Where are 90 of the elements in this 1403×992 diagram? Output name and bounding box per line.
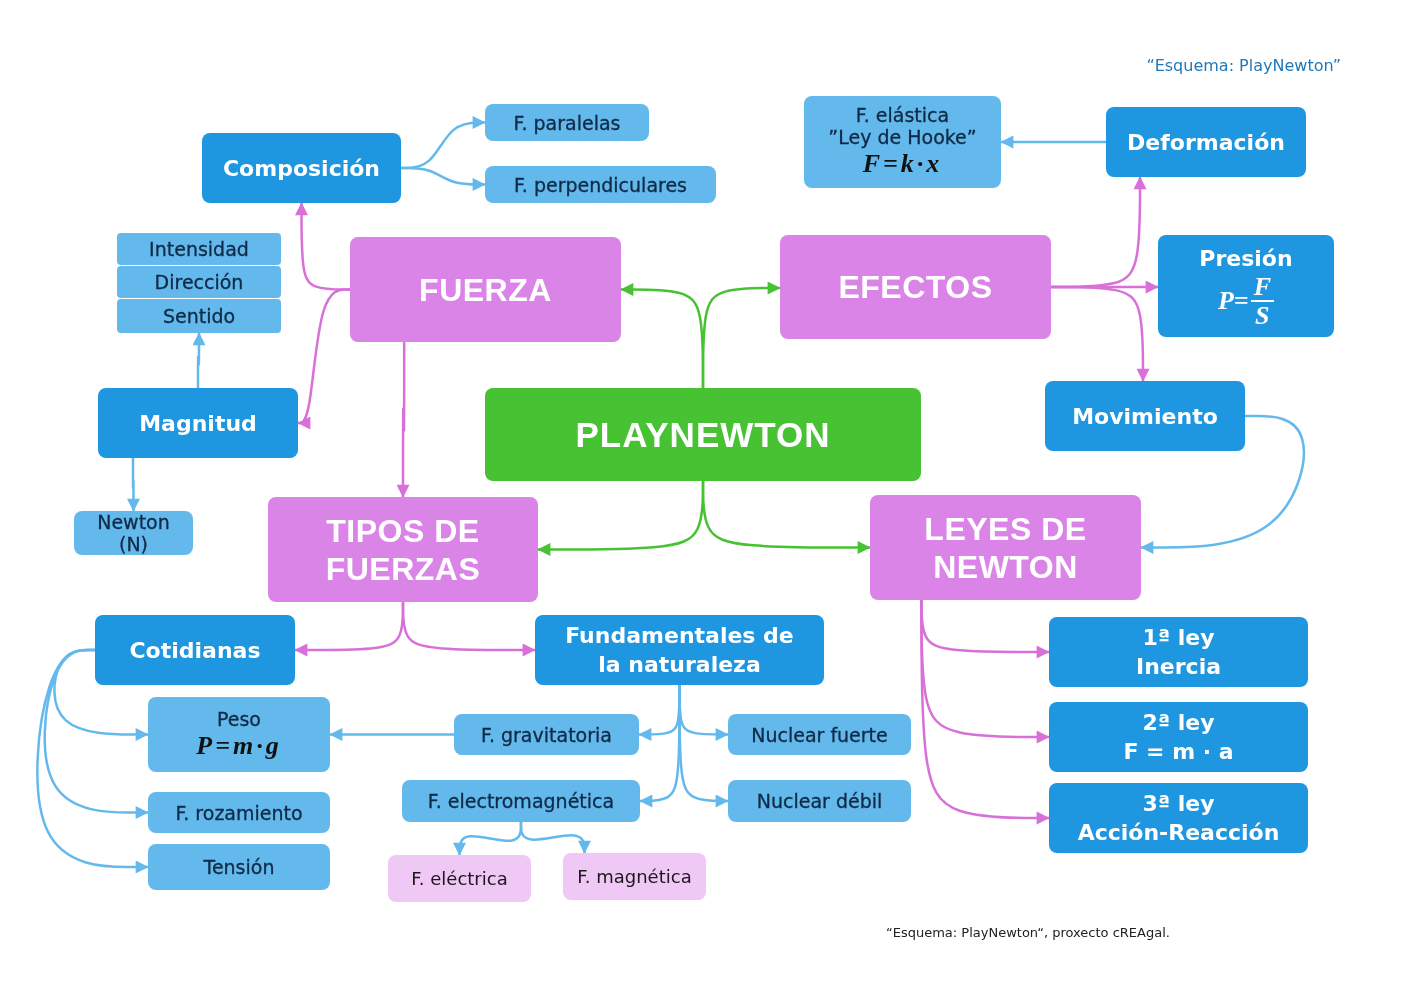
detail-box [148, 844, 330, 890]
arrow [1000, 135, 1106, 149]
detail-box [485, 104, 649, 141]
concept-box [95, 615, 295, 685]
node-label: Movimiento [1072, 402, 1218, 431]
page-title: “Esquema: PlayNewton” [1146, 56, 1341, 76]
node-label: Newton (N) [96, 511, 171, 555]
arrow [701, 481, 871, 554]
node-label: LEYES DE NEWTON [923, 509, 1088, 586]
concept-box [1049, 617, 1308, 687]
formula: F=k·x [862, 148, 943, 180]
arrow [401, 602, 536, 657]
central-topic-box [485, 388, 921, 481]
node-label: Cotidianas [129, 636, 261, 665]
concept-box [1049, 783, 1308, 853]
concept-box [535, 615, 824, 685]
detail-box [74, 511, 193, 555]
node-label: F. eléctrica [411, 867, 508, 890]
detail-box [485, 166, 716, 203]
node-label: TIPOS DE FUERZAS [324, 511, 482, 588]
detail-box [117, 266, 281, 298]
node-label: Intensidad [149, 238, 249, 260]
detail-box [454, 714, 639, 755]
topic-box [268, 497, 538, 602]
arrow [43, 648, 149, 819]
concept-box [1049, 702, 1308, 772]
node-label: 2ª ley [1142, 709, 1215, 737]
arrow [920, 600, 1050, 825]
node-label: F. perpendiculares [513, 173, 687, 196]
node-label: 3ª ley [1142, 790, 1215, 818]
node-label: F. rozamiento [175, 801, 303, 824]
arrow [396, 342, 410, 498]
arrow [192, 332, 206, 388]
concept-box [1158, 235, 1334, 337]
topic-box [350, 237, 621, 342]
node-label: F. paralelas [513, 111, 621, 134]
arrow [701, 281, 781, 388]
node-label: Acción-Reacción [1077, 819, 1280, 847]
detail-box [728, 714, 911, 755]
detail-box [148, 792, 330, 833]
node-label: FUERZA [419, 270, 552, 309]
subtype-box [388, 855, 531, 902]
node-label: F. electromagnética [427, 790, 615, 812]
node-label: F. magnética [577, 865, 692, 888]
arrow [36, 648, 149, 874]
arrow [678, 685, 729, 808]
detail-box [117, 299, 281, 333]
node-label: Tensión [203, 856, 275, 878]
concept-box [1045, 381, 1245, 451]
node-label: Inercia [1135, 653, 1221, 681]
node-label: 1ª ley [1142, 624, 1215, 652]
node-label: Fundamentales de la naturaleza [564, 622, 795, 679]
node-label: ”Ley de Hooke” [828, 126, 977, 148]
node-label: PLAYNEWTON [575, 414, 831, 455]
node-label: Presión [1199, 244, 1293, 273]
arrow [127, 458, 140, 512]
formula: P= [1217, 287, 1249, 314]
node-label: Sentido [162, 305, 236, 327]
node-label: Peso [217, 707, 261, 730]
concept-box [98, 388, 298, 458]
arrow [1051, 285, 1150, 382]
formula: P=m·g [196, 729, 282, 762]
credit-note: “Esquema: PlayNewton“, proxecto cREAgal. [886, 925, 1170, 941]
detail-box [728, 780, 911, 822]
topic-box [870, 495, 1141, 600]
detail-box [402, 780, 640, 822]
node-label: Composición [222, 154, 380, 183]
fraction-numerator: F [1250, 272, 1274, 302]
arrow [329, 728, 454, 741]
node-label: EFECTOS [838, 268, 993, 306]
node-label: Nuclear débil [756, 790, 883, 812]
node-label: F = m · a [1123, 738, 1234, 766]
concept-box [202, 133, 401, 203]
node-label: Magnitud [139, 409, 257, 438]
node-label: Nuclear fuerte [751, 723, 888, 746]
arrow [297, 288, 350, 430]
subtype-box [563, 853, 706, 900]
node-label: Dirección [154, 271, 244, 293]
concept-box [1106, 107, 1306, 177]
arrow [1140, 414, 1305, 554]
detail-box [148, 697, 330, 772]
detail-box [117, 233, 281, 265]
node-label: F. gravitatoria [481, 723, 612, 746]
fraction-denominator: S [1255, 301, 1270, 329]
arrow [401, 166, 486, 191]
node-label: F. elástica [855, 104, 950, 126]
topic-box [780, 235, 1051, 339]
detail-box [804, 96, 1001, 188]
node-label: Deformación [1127, 128, 1285, 157]
arrow [519, 822, 591, 854]
